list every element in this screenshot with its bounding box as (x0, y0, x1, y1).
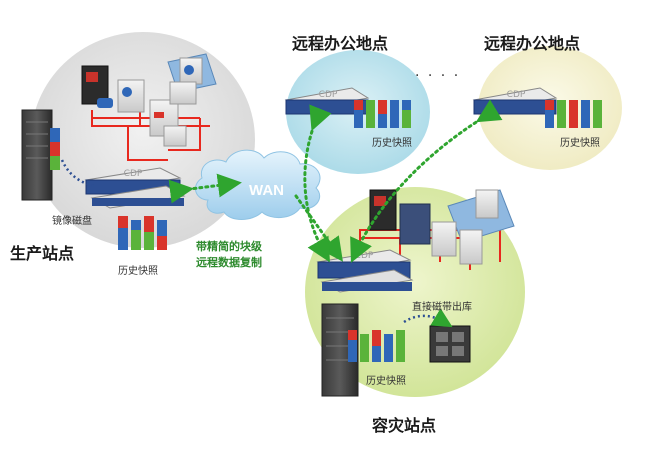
production-server-blue-panel (167, 53, 217, 105)
tape-label: 直接磁带出库 (412, 302, 472, 313)
production-disk-small (97, 98, 113, 108)
production-snapshot-label: 历史快照 (118, 266, 158, 277)
svg-text:CDP: CDP (319, 90, 338, 100)
remote-a-snapshot-label: 历史快照 (372, 138, 412, 149)
replication-caption: 带精简的块级 远程数据复制 (196, 238, 262, 270)
remote-a-snapshot-disks (354, 100, 411, 128)
svg-text:CDP: CDP (355, 251, 374, 261)
dr-server-navy (399, 203, 431, 245)
dr-cdp-appliance-2 (320, 269, 414, 293)
production-cdp-appliance: CDP (84, 167, 182, 195)
production-site-label: 生产站点 (10, 244, 75, 263)
dr-site-label: 容灾站点 (372, 416, 437, 435)
production-server-white-1 (117, 79, 145, 113)
svg-text:CDP: CDP (507, 90, 526, 100)
replication-caption-line2: 远程数据复制 (196, 256, 262, 269)
mirror-disk-label: 镜像磁盘 (52, 216, 92, 227)
dr-snapshot-label: 历史快照 (366, 376, 406, 387)
production-snapshot-disks (118, 216, 167, 250)
remote-b-snapshot-label: 历史快照 (560, 138, 600, 149)
dr-tape-library (429, 325, 471, 363)
production-rack-tower (21, 109, 53, 201)
remote-a-label: 远程办公地点 (292, 34, 389, 53)
svg-text:CDP: CDP (124, 169, 143, 179)
ellipsis: . . . . (415, 64, 461, 80)
replication-caption-line1: 带精简的块级 (196, 240, 262, 253)
dr-server-black (369, 189, 397, 231)
remote-b-label: 远程办公地点 (484, 34, 581, 53)
remote-b-snapshot-disks (545, 100, 602, 128)
dr-snapshot-disks (348, 330, 405, 362)
mirror-link (60, 159, 97, 188)
wan-label: WAN (249, 182, 284, 199)
production-mirror-disk (50, 128, 60, 170)
production-server-black (81, 65, 109, 105)
production-server-small (163, 125, 187, 147)
replication-arrows (168, 99, 503, 263)
